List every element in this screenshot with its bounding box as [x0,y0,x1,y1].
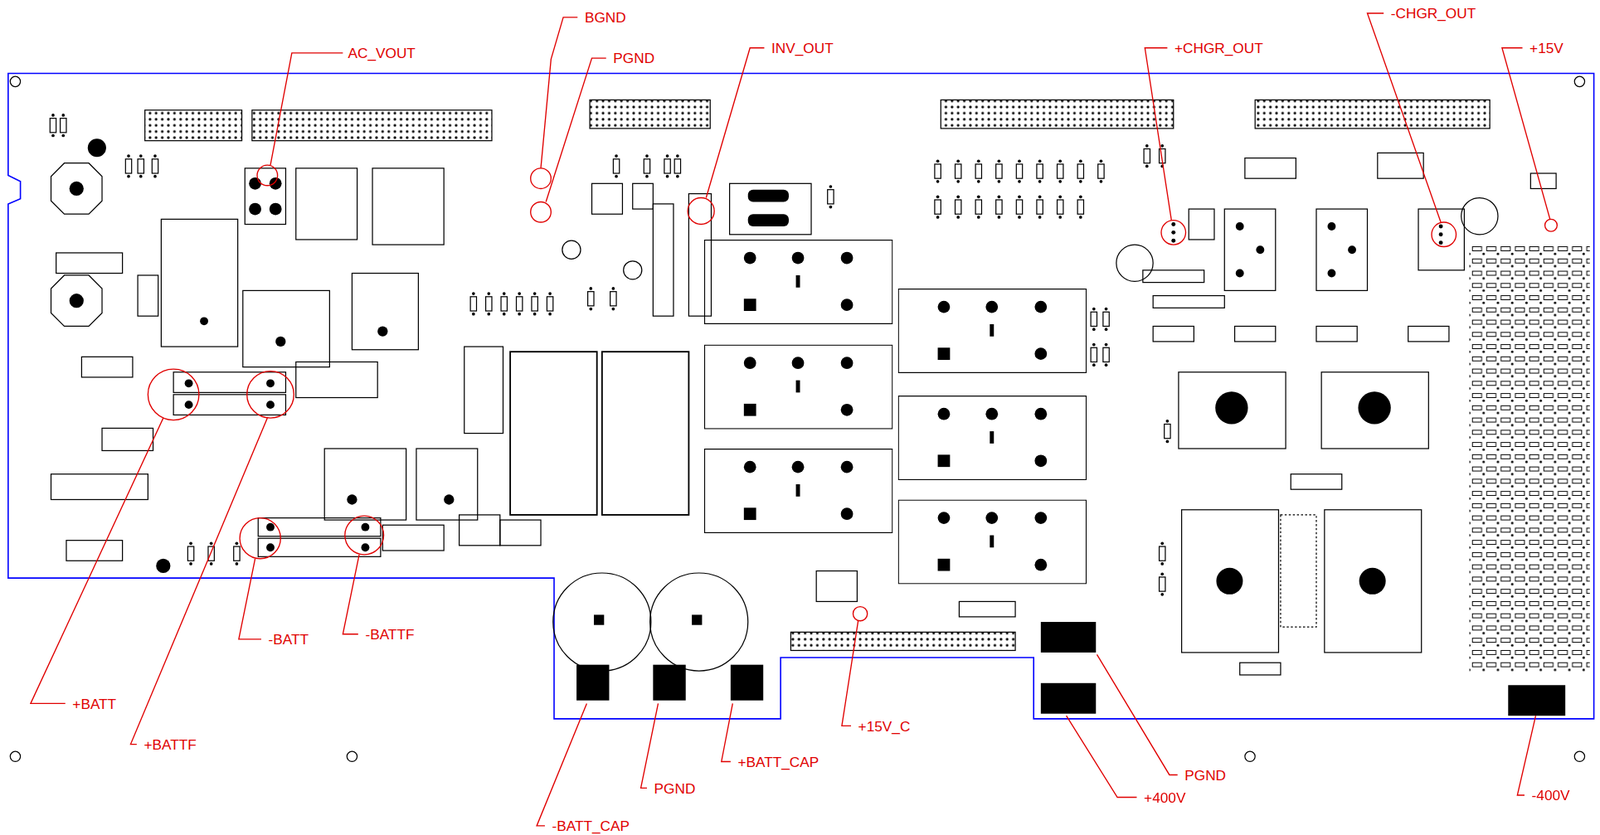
signal-label: -400V [1530,787,1571,804]
signal-label: PGND [652,780,696,798]
signal-label: +15V [1528,39,1565,57]
signal-label: -BATTF [364,626,415,643]
signal-label: +400V [1142,789,1187,807]
signal-label: -BATT [267,631,310,648]
signal-label: PGND [612,49,656,67]
signal-label: -BATT_CAP [550,817,631,835]
signal-label: BGND [583,9,628,26]
signal-label: AC_VOUT [346,44,417,62]
signal-label: +CHGR_OUT [1173,39,1265,57]
signal-label: +15V_C [856,718,911,735]
signal-label: +BATT [71,695,117,713]
signal-label: PGND [1183,767,1227,784]
signal-label: +BATT_CAP [736,753,820,771]
signal-label: INV_OUT [770,39,835,57]
signal-label: +BATTF [142,736,198,754]
signal-label: -CHGR_OUT [1390,4,1478,22]
